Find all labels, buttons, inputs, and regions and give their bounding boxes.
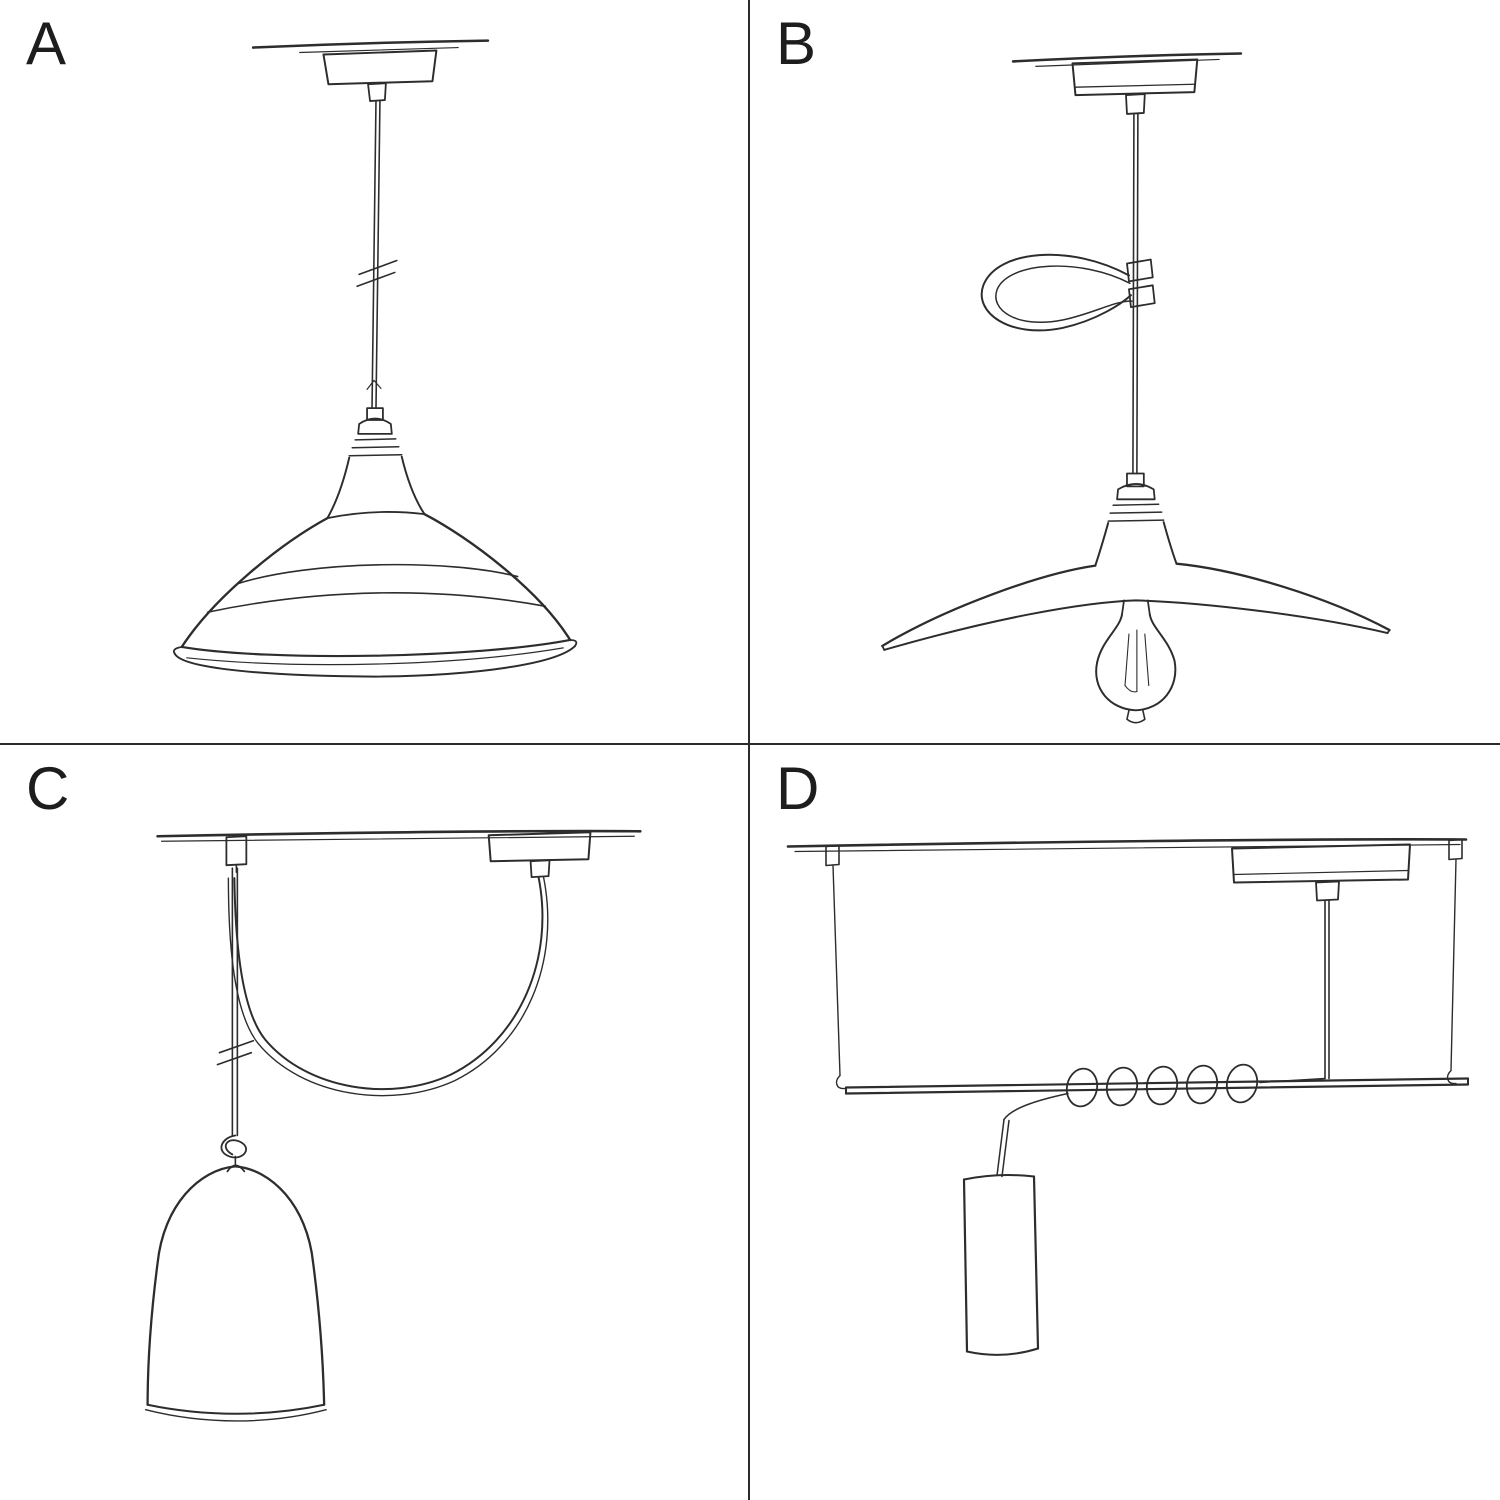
panel-c-label: C bbox=[26, 755, 71, 822]
left-suspension-wire-d bbox=[825, 844, 846, 1090]
tube-shade-d bbox=[962, 1174, 1040, 1356]
bell-shade-swag-pendant-sketch bbox=[144, 829, 642, 1422]
ceiling-hook-c bbox=[225, 835, 248, 873]
ceiling-line-c bbox=[156, 829, 642, 842]
pendant-cable-b bbox=[1132, 113, 1139, 475]
horizontal-bar-d bbox=[844, 1077, 1470, 1095]
bell-shade-c bbox=[144, 1164, 327, 1422]
flat-plate-shade-b bbox=[881, 562, 1391, 651]
cable-length-break-mark-a bbox=[356, 259, 398, 390]
ceiling-canopy-d bbox=[1231, 843, 1411, 902]
pendant-cable-a bbox=[371, 100, 381, 409]
drop-cable-d bbox=[996, 1118, 1010, 1178]
swag-cable-c bbox=[227, 876, 549, 1097]
light-bulb-b bbox=[1095, 599, 1177, 724]
panel-b-label: B bbox=[776, 10, 818, 77]
lamp-holder-a bbox=[326, 407, 426, 520]
ceiling-canopy-a bbox=[322, 49, 438, 102]
cable-knot-c bbox=[220, 1134, 247, 1168]
panel-a: A bbox=[0, 0, 750, 745]
center-cable-d bbox=[1324, 899, 1330, 1080]
panel-a-label: A bbox=[26, 10, 68, 77]
ceiling-canopy-b bbox=[1071, 58, 1199, 115]
bowl-shade-a bbox=[172, 511, 578, 678]
right-suspension-wire-d bbox=[1446, 838, 1463, 1085]
flat-shade-bulb-pendant-sketch bbox=[881, 52, 1391, 724]
bowl-shade-pendant-sketch bbox=[172, 39, 578, 678]
ceiling-line-b bbox=[1011, 52, 1243, 67]
panel-d-label: D bbox=[776, 755, 821, 822]
ceiling-canopy-c bbox=[487, 831, 592, 879]
bar-suspension-tube-pendant-sketch bbox=[786, 838, 1470, 1356]
swag-loop-clamp-b bbox=[980, 253, 1156, 332]
panel-c: C bbox=[0, 745, 750, 1500]
coiled-cable-d bbox=[1003, 1063, 1326, 1121]
panel-b: B bbox=[750, 0, 1500, 745]
ceiling-line-a bbox=[251, 39, 490, 54]
drop-cable-c bbox=[216, 867, 255, 1137]
lamp-holder-b bbox=[1094, 472, 1178, 567]
panel-d: D bbox=[750, 745, 1500, 1500]
